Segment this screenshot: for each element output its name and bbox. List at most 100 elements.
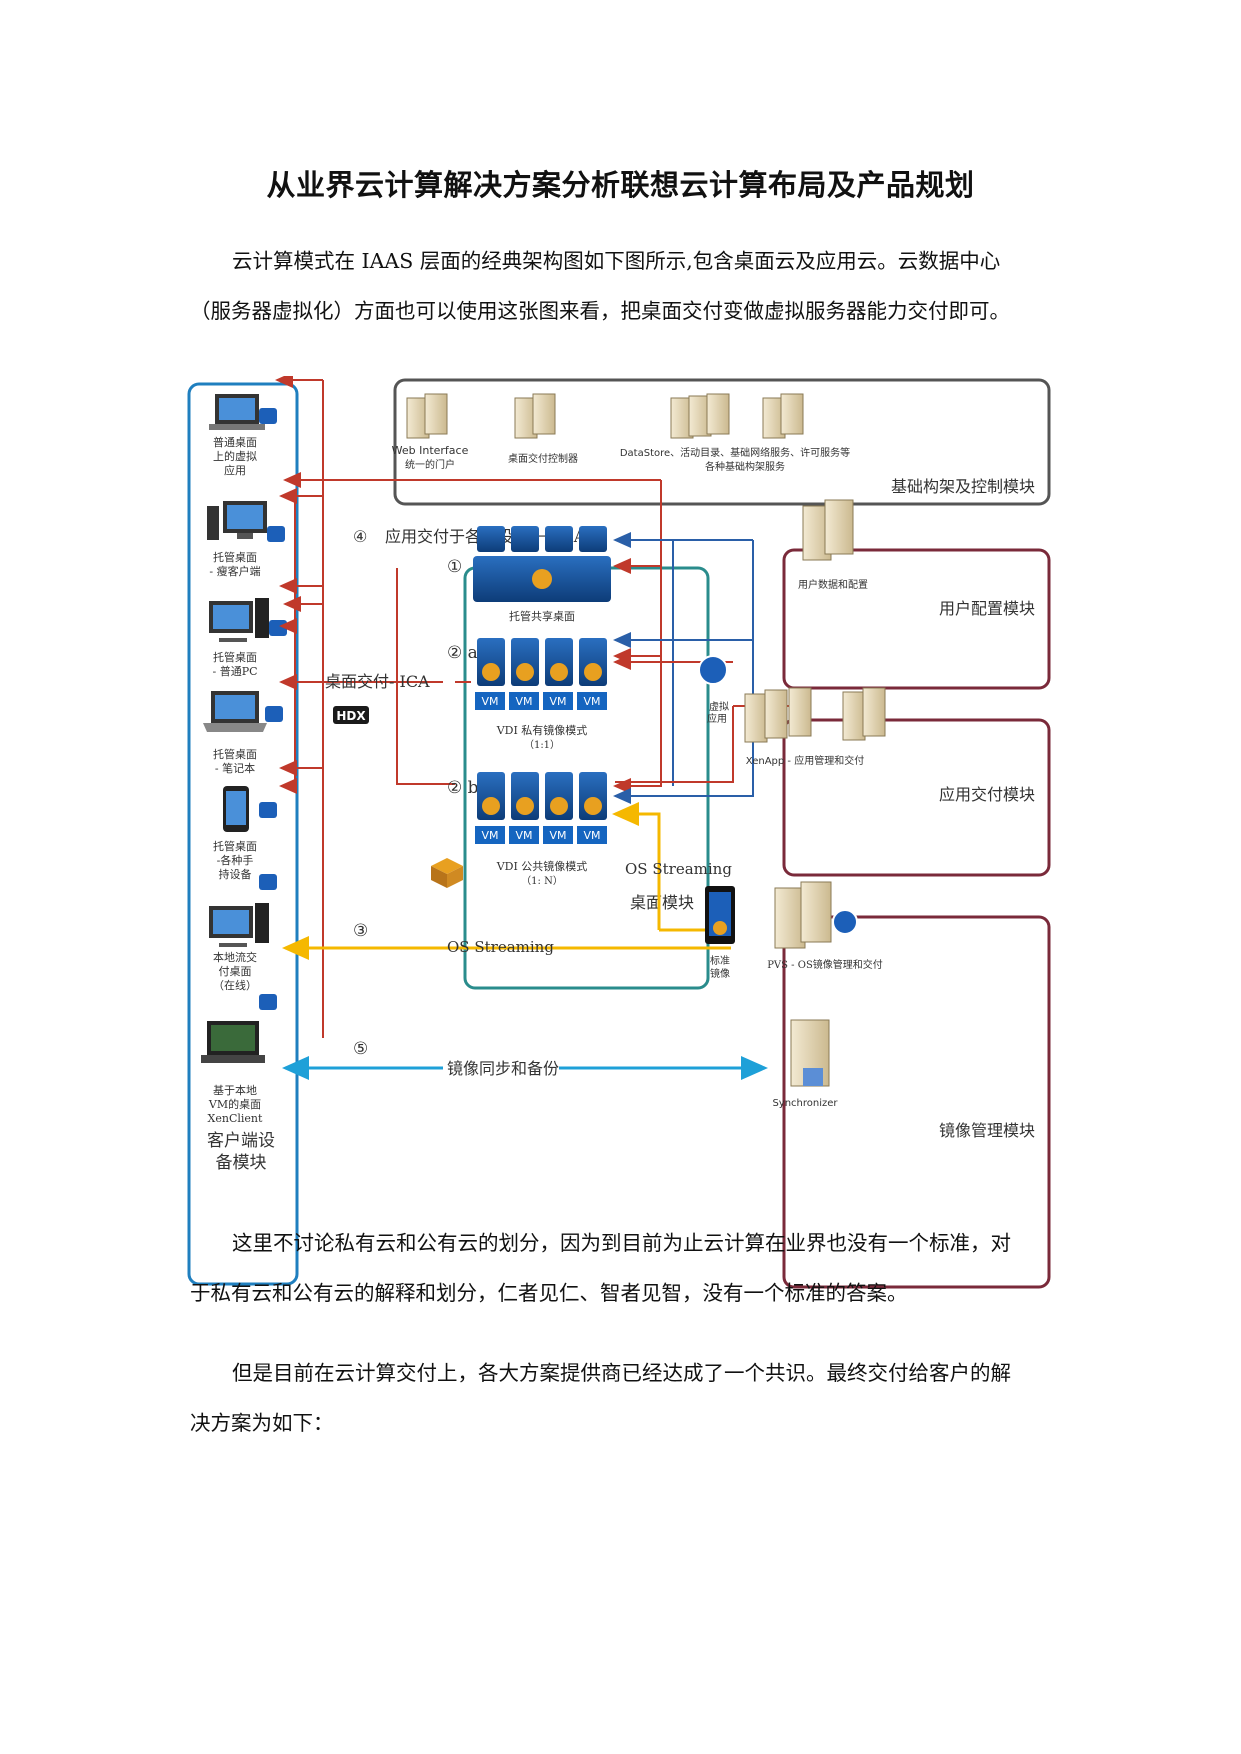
red-ica-flows [277, 380, 662, 1038]
private-image-label: VDI 私有镜像模式 [496, 723, 588, 737]
device-label: - 普通PC [212, 664, 257, 678]
device-label: 托管桌面 [213, 839, 257, 853]
device-label: 上的虚拟 [213, 449, 257, 463]
hdx-label: HDX [336, 709, 366, 723]
device-label: 普通桌面 [213, 435, 257, 449]
image-module-box [782, 915, 1051, 1289]
xenclient-laptop-icon [201, 1021, 265, 1063]
vm-label: VM [549, 829, 566, 842]
user-data-label: 用户数据和配置 [798, 578, 868, 591]
infra-server-icons [406, 393, 804, 439]
ddc-server-icon [514, 393, 556, 439]
device-label: 托管桌面 [213, 550, 257, 564]
standard-image-label: 镜像 [710, 967, 730, 980]
device-label: 本地流交 [213, 950, 257, 964]
synchronizer-server-icon [790, 1019, 830, 1087]
app-module-title: 应用交付模块 [939, 785, 1035, 804]
mobile-device-icon [223, 786, 249, 832]
user-profile-server-icon [802, 499, 854, 561]
notebook-icon [203, 691, 267, 732]
device-label: 托管桌面 [213, 650, 257, 664]
citrix-box-icon [431, 858, 463, 888]
desktop-pc-icon [209, 598, 269, 642]
standard-image-icon [705, 886, 735, 944]
flow-number-2b: ② b [447, 778, 479, 798]
discussion-paragraph: 这里不讨论私有云和公有云的划分，因为到目前为止云计算在业界也没有一个标准，对 于… [190, 1218, 1060, 1318]
vm-label: VM [515, 829, 532, 842]
vm-label: VM [481, 695, 498, 708]
web-interface-sub: 统一的门户 [405, 458, 455, 471]
shared-desktop-label: 托管共享桌面 [509, 609, 575, 623]
flow-number-5: ⑤ [353, 1039, 368, 1059]
client-module-title: 客户端设 [207, 1131, 275, 1151]
synchronizer-label: Synchronizer [772, 1098, 838, 1109]
os-streaming-flows [282, 802, 731, 960]
device-label: -各种手 [217, 853, 254, 867]
paragraph-line: 决方案为如下： [190, 1411, 334, 1435]
vm-label: VM [549, 695, 566, 708]
pvs-label: PVS - OS镜像管理和交付 [767, 958, 883, 971]
device-label: 基于本地 [213, 1083, 257, 1097]
flow-number-2a: ② a [447, 643, 478, 663]
desktop-module-title: 桌面模块 [630, 893, 694, 912]
image-sync-label: 镜像同步和备份 [447, 1059, 559, 1078]
infra-module-box [393, 378, 1051, 506]
infra-services-label: DataStore、活动目录、基础网络服务、许可服务等 [620, 446, 850, 459]
client-device-icons [201, 394, 287, 1063]
web-interface-label: Web Interface [392, 444, 469, 457]
wireless-badge-icons [259, 408, 287, 1010]
vm-label: VM [515, 695, 532, 708]
device-label: - 笔记本 [215, 761, 255, 775]
os-streaming-top-label: OS Streaming [625, 860, 732, 878]
intro-paragraph: 云计算模式在 IAAS 层面的经典架构图如下图所示,包含桌面云及应用云。云数据中… [190, 236, 1060, 336]
web-interface-server-icon [406, 393, 448, 439]
desktop-delivery-ica-label: 桌面交付- ICA [325, 672, 430, 691]
pvs-server-icon [774, 881, 858, 949]
device-label: XenClient [208, 1112, 263, 1125]
image-module-title: 镜像管理模块 [939, 1121, 1035, 1140]
thin-client-icon [207, 501, 267, 540]
vm-label: VM [583, 829, 600, 842]
ddc-label: 桌面交付控制器 [508, 452, 578, 465]
infra-services-sub: 各种基础构架服务 [705, 460, 785, 473]
flow-number-4: ④ [353, 527, 367, 546]
flow-number-1: ① [447, 557, 462, 577]
paragraph-line: （服务器虚拟化）方面也可以使用这张图来看，把桌面交付变做虚拟服务器能力交付即可。 [190, 299, 1010, 323]
image-sync-label-bg [443, 1056, 559, 1080]
flow-number-3: ③ [353, 921, 368, 941]
private-image-ratio: （1:1） [524, 739, 560, 751]
device-label: 付桌面 [219, 965, 252, 978]
device-label: 托管桌面 [213, 747, 257, 761]
private-vm-blades [475, 638, 607, 710]
xenapp-label: XenApp - 应用管理和交付 [746, 754, 864, 767]
device-label: - 瘦客户端 [209, 564, 260, 578]
xenapp-server-icons [698, 655, 886, 743]
public-image-ratio: （1: N） [521, 875, 563, 887]
user-module-box [782, 548, 1051, 690]
device-label: （在线） [213, 978, 257, 992]
app-module-box [782, 718, 1051, 877]
paragraph-line: 这里不讨论私有云和公有云的划分，因为到目前为止云计算在业界也没有一个标准，对 [232, 1231, 1011, 1255]
laptop-icon [209, 394, 265, 430]
hdx-logo [333, 706, 369, 724]
architecture-diagram: 普通桌面 上的虚拟 应用 托管桌面 - 瘦客户端 托管桌面 - 普通PC 托管桌… [187, 376, 1051, 1289]
user-module-title: 用户配置模块 [939, 599, 1035, 618]
infra-module-title: 基础构架及控制模块 [891, 477, 1035, 496]
device-label: VM的桌面 [208, 1097, 261, 1111]
streamed-pc-icon [209, 903, 269, 947]
client-module-title: 备模块 [216, 1153, 267, 1173]
standard-image-label: 标准 [710, 955, 730, 967]
paragraph-line: 云计算模式在 IAAS 层面的经典架构图如下图所示,包含桌面云及应用云。云数据中… [232, 249, 1001, 273]
client-module-box [187, 382, 299, 1286]
consensus-paragraph: 但是目前在云计算交付上，各大方案提供商已经达成了一个共识。最终交付给客户的解 决… [190, 1348, 1060, 1448]
vm-label: VM [583, 695, 600, 708]
vm-label: VM [481, 829, 498, 842]
virtual-app-label: 应用 [707, 712, 727, 725]
device-label: 持设备 [219, 867, 252, 881]
virtual-app-label: 虚拟 [709, 700, 729, 713]
shared-desktop-blades [473, 526, 611, 602]
infrastructure-servers-icon [670, 393, 804, 439]
paragraph-line: 但是目前在云计算交付上，各大方案提供商已经达成了一个共识。最终交付给客户的解 [232, 1361, 1011, 1385]
public-vm-blades [475, 772, 607, 844]
public-image-label: VDI 公共镜像模式 [496, 859, 588, 873]
